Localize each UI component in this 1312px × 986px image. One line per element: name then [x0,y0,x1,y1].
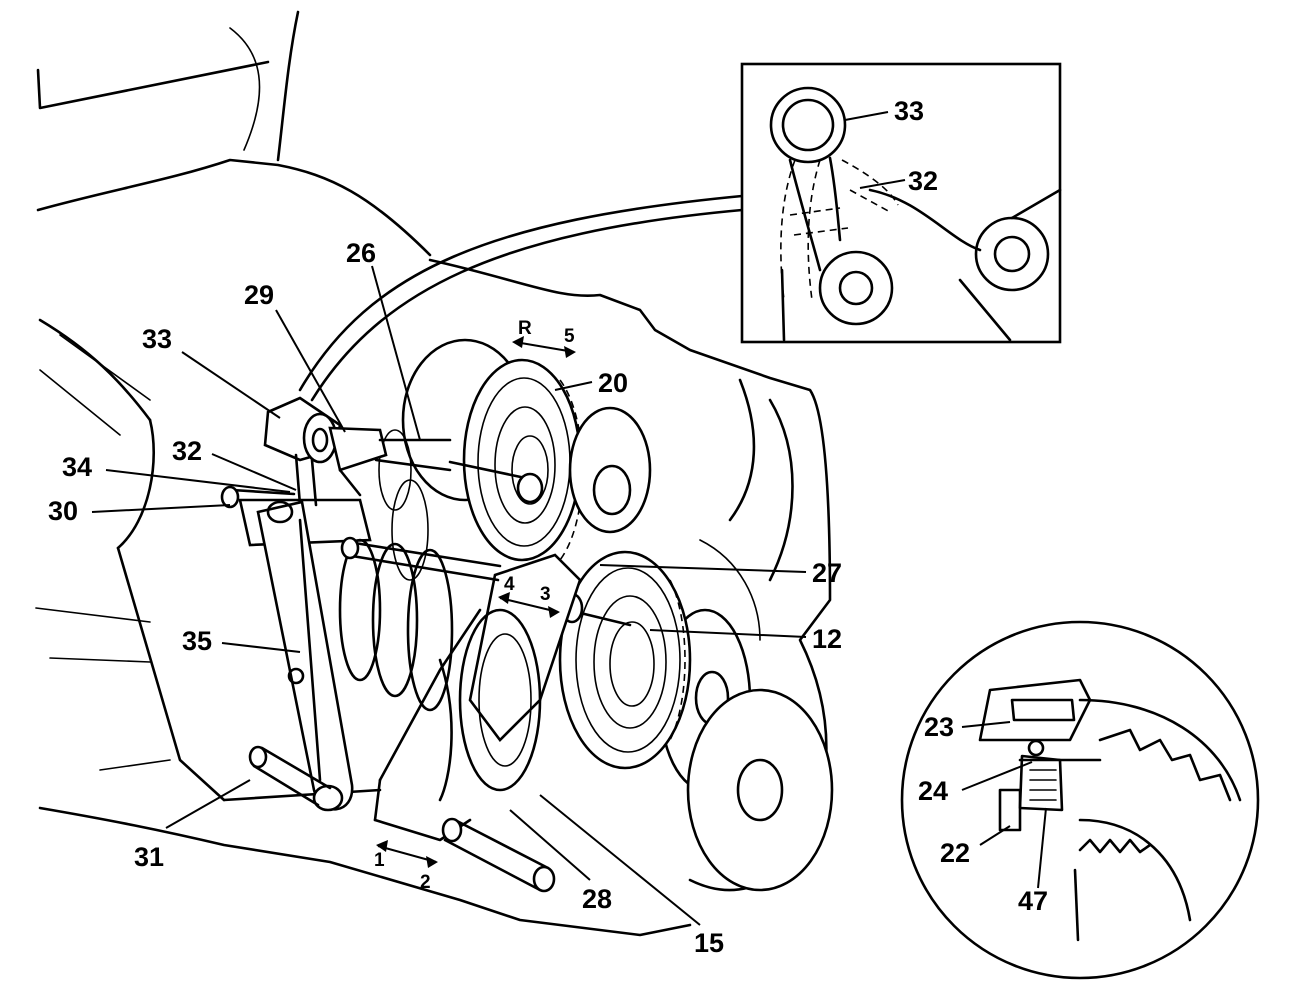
upper-bearing-assembly [401,338,652,562]
label-inset-33: 33 [894,96,924,126]
label-22: 22 [940,838,970,868]
label-33: 33 [142,324,172,354]
motion-arrows [376,336,576,868]
arrow-label-5: 5 [564,326,575,347]
magnified-detail-circle [900,620,1260,980]
arrow-label-R: R [518,318,532,339]
label-34: 34 [62,452,92,482]
leader-lines [91,111,1047,926]
part-labels: 33 29 26 32 34 30 35 31 20 27 12 28 15 3… [48,96,1048,958]
arrow-labels: R 5 4 3 1 2 [374,318,575,893]
inset-connector [298,194,744,402]
label-27: 27 [812,558,842,588]
label-26: 26 [346,238,376,268]
label-15: 15 [694,928,724,958]
label-30: 30 [48,496,78,526]
arrow-label-1: 1 [374,850,385,871]
label-31: 31 [134,842,164,872]
label-32: 32 [172,436,202,466]
label-23: 23 [924,712,954,742]
label-inset-32: 32 [908,166,938,196]
label-28: 28 [582,884,612,914]
label-29: 29 [244,280,274,310]
label-24: 24 [918,776,948,806]
arrow-label-3: 3 [540,584,551,605]
label-12: 12 [812,624,842,654]
shaft-28 [441,817,556,893]
wrench-35 [220,485,354,812]
label-47: 47 [1018,886,1048,916]
detail-inset-box [740,62,1062,344]
lower-bearing-assembly [558,550,834,892]
label-35: 35 [182,626,212,656]
label-20: 20 [598,368,628,398]
arrow-label-2: 2 [420,872,431,893]
arrow-label-4: 4 [504,574,515,595]
puller-tool [263,396,452,507]
